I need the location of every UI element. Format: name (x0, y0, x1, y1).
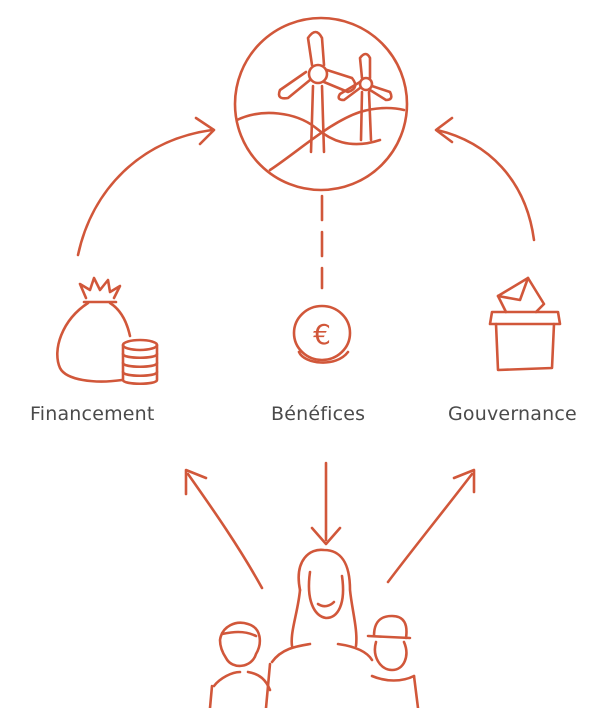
arrow-gouvernance-to-turbines (434, 116, 536, 242)
euro-symbol: € (313, 318, 331, 351)
euro-symbol-glyph: € (313, 318, 331, 351)
label-gouvernance: Gouvernance (448, 403, 577, 425)
label-financement: Financement (30, 403, 155, 425)
arrow-people-to-gouvernance (386, 468, 476, 584)
money-bag-coins-icon (56, 276, 159, 386)
wind-turbines-icon (233, 16, 409, 192)
euro-coin-icon (292, 304, 352, 364)
ballot-box-icon (488, 276, 562, 372)
arrow-people-to-financement (184, 468, 264, 590)
arrow-benefices-to-people (310, 461, 342, 546)
label-benefices: Bénéfices (271, 403, 366, 425)
people-group-icon (208, 548, 420, 708)
arrow-financement-to-turbines (76, 116, 216, 257)
